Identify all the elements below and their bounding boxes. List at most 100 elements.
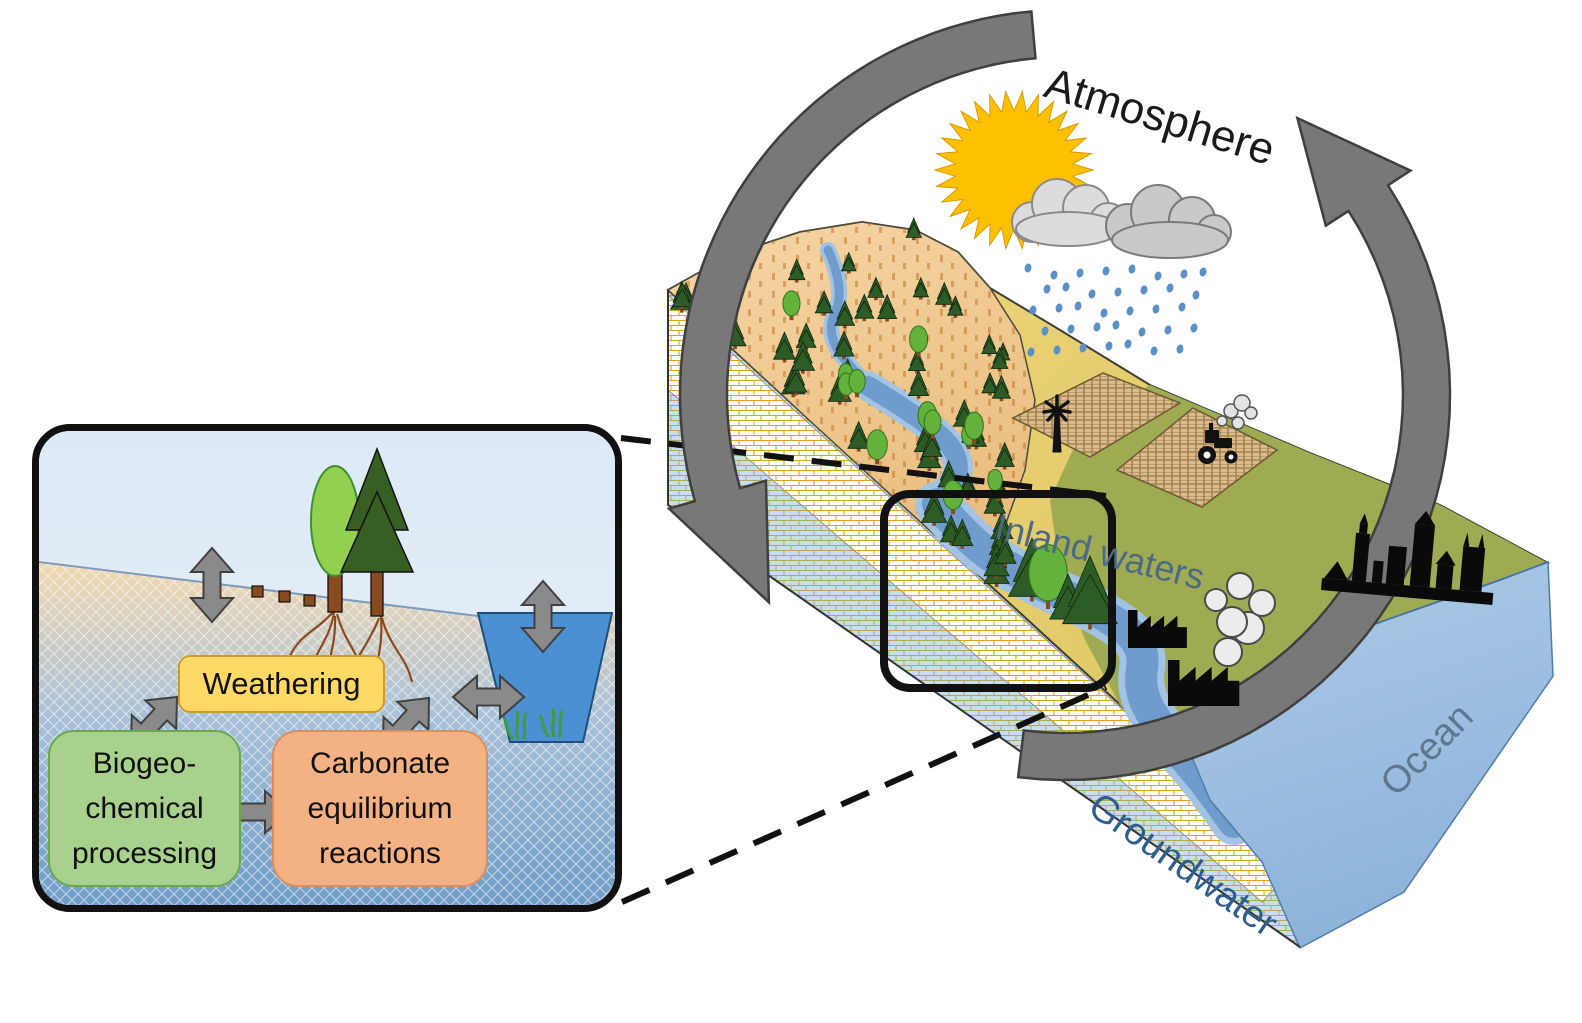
raindrop [1053, 345, 1061, 355]
raindrop [1029, 305, 1037, 315]
raindrop [1128, 264, 1136, 274]
broadleaf-tree-icon [848, 368, 866, 394]
weathering-box: Weathering [178, 655, 385, 713]
conifer-tree-icon [833, 337, 855, 357]
conifer-tree-icon [920, 498, 948, 523]
conifer-tree-icon [916, 445, 942, 469]
carbon-cycle-arrows [666, 10, 1452, 782]
broadleaf-tree-icon [964, 411, 984, 440]
conifer-tree-icon [834, 306, 856, 326]
block-edge [667, 290, 1301, 948]
raindrop [1112, 320, 1120, 330]
biogeo-line: Biogeo- [92, 747, 197, 780]
conifer-tree-icon [907, 354, 927, 372]
broadleaf-tree-icon [987, 468, 1003, 492]
raindrop [1088, 289, 1096, 299]
conifer-tree-icon [947, 300, 964, 316]
conifer-tree-icon [994, 448, 1015, 467]
cycle-arrow-up-icon [1016, 115, 1452, 782]
conifer-tree-icon [339, 446, 415, 617]
raindrop [1050, 270, 1058, 280]
raindrop [1164, 325, 1172, 335]
conifer-tree-icon [784, 371, 808, 393]
exchange-arrow-icon [451, 673, 526, 721]
conifer-tree-icon [854, 300, 875, 319]
raindrop [1074, 301, 1082, 311]
raindrop [1126, 306, 1134, 316]
raindrop [1124, 339, 1132, 349]
magnifier-callout-box [880, 490, 1116, 692]
raindrop [1079, 343, 1087, 353]
raindrop [1176, 344, 1184, 354]
carbonate-line: reactions [319, 837, 441, 870]
rain-cloud-icon [1011, 178, 1232, 259]
biogeochemical-box: Biogeo- chemical processing [48, 730, 241, 887]
conifer-tree-icon [867, 282, 885, 298]
raindrop [1152, 304, 1160, 314]
raindrop [1138, 327, 1146, 337]
exchange-arrow-icon [519, 579, 567, 654]
conifer-tree-icon [907, 376, 930, 397]
windmill-icon [1042, 394, 1072, 453]
raindrop [1027, 347, 1035, 357]
conifer-tree-icon [991, 381, 1012, 399]
farm-field [1115, 407, 1279, 508]
broadleaf-tree-icon [782, 290, 801, 317]
biogeo-line: chemical [85, 792, 204, 825]
conifer-tree-icon [671, 288, 693, 307]
broadleaf-tree-icon [866, 429, 888, 461]
factory-icon [1128, 610, 1187, 648]
exchange-arrow-icon [188, 546, 236, 624]
conifer-tree-icon [814, 296, 834, 314]
cycle-arrow-down-icon [666, 10, 1037, 606]
carbonate-line: Carbonate [309, 747, 451, 780]
conifer-tree-icon [912, 282, 930, 298]
broadleaf-tree-icon [909, 325, 929, 353]
conifer-tree-icon [790, 348, 816, 371]
raindrop [1180, 269, 1188, 279]
smoke-icon [1204, 572, 1276, 667]
biogeo-line: processing [71, 837, 218, 870]
raindrop [1140, 285, 1148, 295]
broadleaf-tree-icon [923, 409, 942, 436]
carbonate-box: Carbonate equilibrium reactions [272, 730, 488, 887]
conifer-tree-icon [876, 300, 898, 320]
conifer-tree-icon [951, 525, 974, 546]
raindrop [1055, 303, 1063, 313]
raindrops-icon [1024, 263, 1207, 357]
conifer-tree-icon [983, 552, 1010, 577]
conifer-tree-icon [921, 437, 943, 457]
smoke-icon [1216, 394, 1258, 430]
conifer-tree-icon [993, 543, 1017, 564]
dashed-connector [620, 435, 1108, 905]
raindrop [1166, 283, 1174, 293]
raindrop [1192, 290, 1200, 300]
raindrop [1043, 284, 1051, 294]
conifer-tree-icon [981, 377, 999, 394]
conifer-tree-icon [795, 329, 817, 348]
raindrop [1114, 287, 1122, 297]
conifer-tree-icon [905, 222, 923, 238]
broadleaf-tree-icon [1046, 601, 1050, 609]
carbonate-line: equilibrium [307, 792, 453, 825]
broadleaf-tree-icon [951, 506, 956, 515]
conifer-tree-icon [840, 256, 857, 272]
raindrop [1102, 266, 1110, 276]
raindrop [1067, 324, 1075, 334]
rocks-icon [251, 585, 316, 607]
weathering-label: Weathering [202, 665, 361, 701]
conifer-tree-icon [772, 338, 797, 360]
raindrop [1062, 282, 1070, 292]
raindrop [1024, 263, 1032, 273]
conifer-tree-icon [934, 287, 954, 305]
raindrop [1093, 322, 1101, 332]
raindrop [1150, 346, 1158, 356]
raindrop [1105, 341, 1113, 351]
seaweed-icon [502, 708, 564, 740]
raindrop [1199, 267, 1207, 277]
raindrop [1178, 302, 1186, 312]
raindrop [1190, 323, 1198, 333]
conifer-tree-icon [983, 493, 1007, 514]
